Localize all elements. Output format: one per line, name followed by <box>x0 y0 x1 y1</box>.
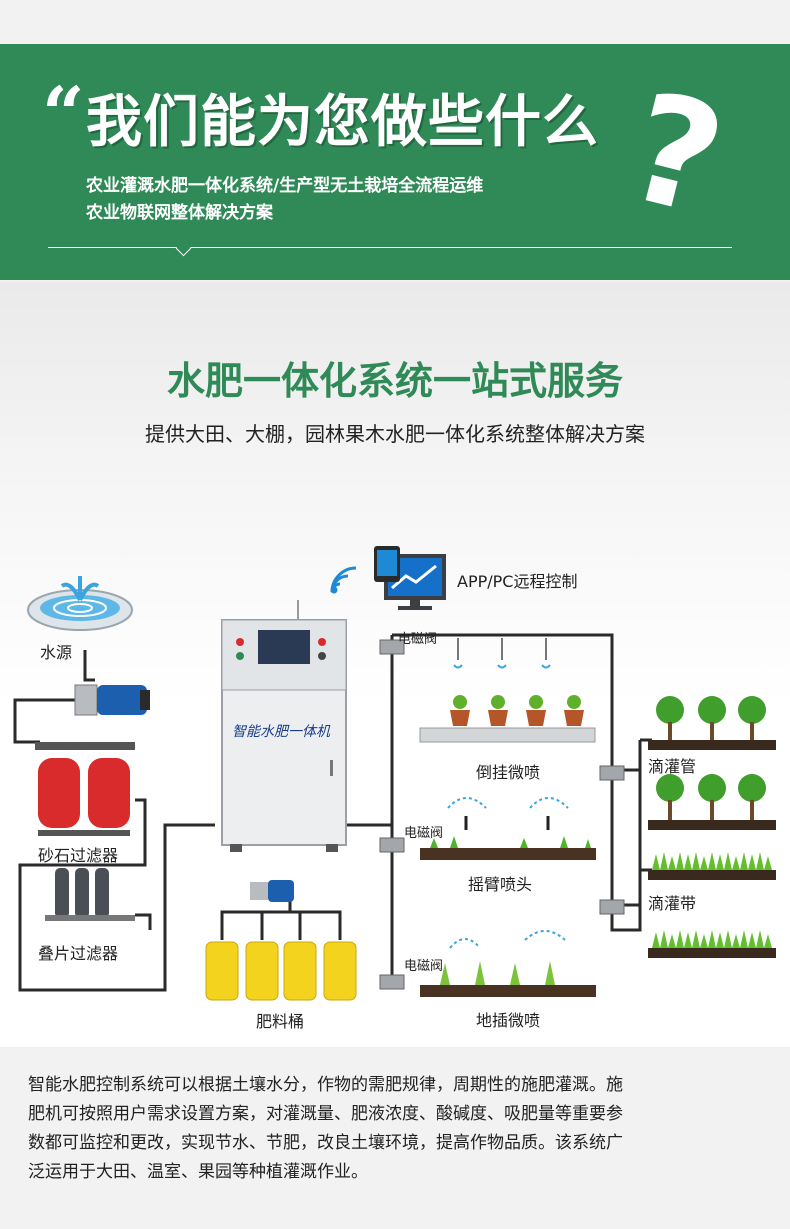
sand-filter-icon <box>35 742 135 836</box>
header-green-panel <box>0 44 790 280</box>
ground-micro-spray-label: 地插微喷 <box>476 1011 541 1030</box>
wifi-icon <box>330 566 357 594</box>
irrigation-diagram <box>13 546 776 1001</box>
solenoid-valve-label-2: 电磁阀 <box>404 826 444 841</box>
solenoid-valve-label-3: 电磁阀 <box>404 959 444 974</box>
water-pump-icon <box>74 684 150 716</box>
quote-mark: “ <box>42 72 85 158</box>
description-panel <box>0 1047 790 1229</box>
service-section <box>0 282 790 1050</box>
sprinkler-icon <box>420 797 596 860</box>
water-source-label: 水源 <box>40 643 73 662</box>
fountain-icon <box>27 576 133 631</box>
fertigation-machine <box>221 600 347 852</box>
grass-icon <box>648 852 776 958</box>
section-title: 水肥一体化系统一站式服务 <box>166 359 623 403</box>
remote-control-label: APP/PC远程控制 <box>457 572 578 591</box>
fertilizer-pump-icon <box>250 880 294 902</box>
description-line: 智能水肥控制系统可以根据土壤水分，作物的需肥规律，周期性的施肥灌溉。施 <box>28 1075 623 1095</box>
description-line: 泛运用于大田、温室、果园等种植灌溉作业。 <box>28 1162 368 1182</box>
disc-filter-label: 叠片过滤器 <box>38 944 119 963</box>
ground-spray-icon <box>420 930 596 997</box>
sand-filter-label: 砂石过滤器 <box>38 846 119 865</box>
headline: 我们能为您做些什么 <box>86 90 599 155</box>
drip-pipe-label: 滴灌管 <box>648 757 697 776</box>
fertilizer-bucket-icon <box>205 941 357 1001</box>
tree-icon <box>648 696 776 830</box>
header-subtitle-line2: 农业物联网整体解决方案 <box>86 203 273 223</box>
tablet-icon <box>374 546 400 582</box>
header-subtitle-line1: 农业灌溉水肥一体化系统/生产型无土栽培全流程运维 <box>86 176 484 196</box>
drip-tape-label: 滴灌带 <box>648 894 697 913</box>
header-divider <box>48 247 732 248</box>
machine-label: 智能水肥一体机 <box>232 724 330 740</box>
disc-filter-icon <box>45 868 135 921</box>
monitor-icon <box>384 554 446 610</box>
solenoid-valve-icon <box>379 639 625 990</box>
description-line: 肥机可按照用户需求设置方案，对灌溉量、肥液浓度、酸碱度、吸肥量等重要参 <box>28 1104 623 1124</box>
hanging-micro-spray-label: 倒挂微喷 <box>476 763 541 782</box>
description-text: 智能水肥控制系统可以根据土壤水分，作物的需肥规律，周期性的施肥灌溉。施 肥机可按… <box>28 1071 768 1187</box>
solenoid-valve-label-1: 电磁阀 <box>398 632 438 647</box>
rocker-sprinkler-label: 摇臂喷头 <box>468 875 533 894</box>
potted-plant-icon <box>419 638 596 743</box>
description-line: 数都可监控和更改，实现节水、节肥，改良土壤环境，提高作物品质。该系统广 <box>28 1133 623 1153</box>
fertilizer-bucket-label: 肥料桶 <box>256 1012 305 1031</box>
section-subtitle: 提供大田、大棚，园林果木水肥一体化系统整体解决方案 <box>145 422 645 446</box>
